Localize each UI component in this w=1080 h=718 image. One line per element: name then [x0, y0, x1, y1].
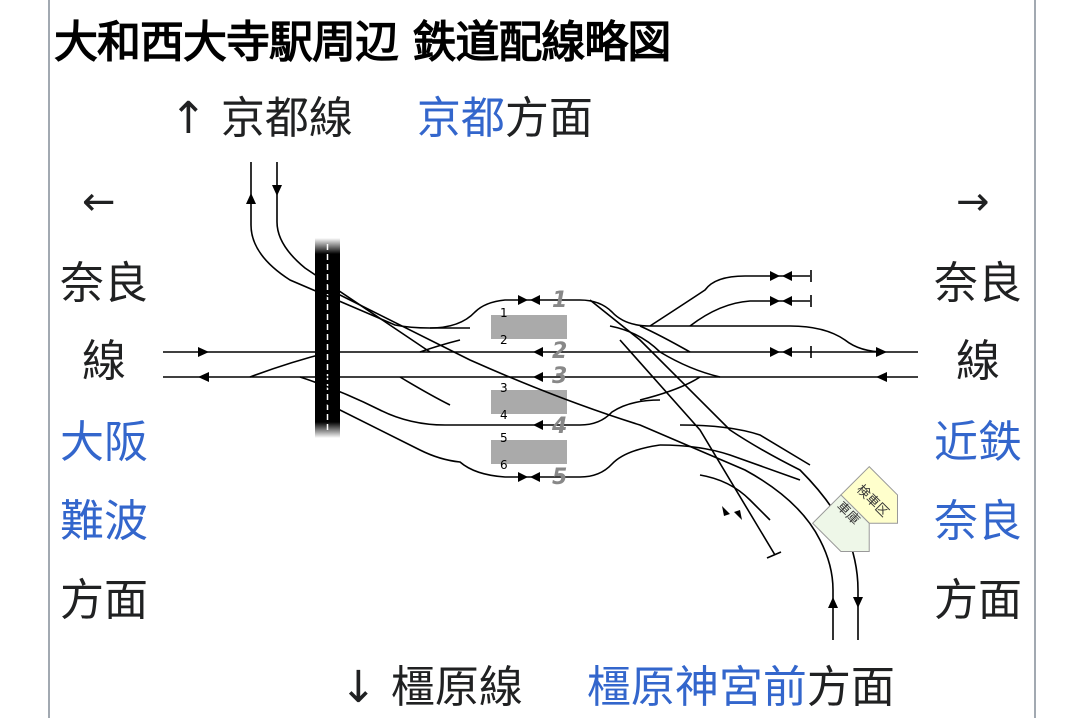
car-shed-shape: [811, 494, 870, 552]
content-border-left: [48, 0, 50, 718]
content-border-right: [1034, 0, 1036, 718]
track-1: [429, 299, 651, 329]
platform-number-1: 1: [500, 306, 508, 320]
kyoto-down-arrow-icon: [272, 185, 282, 196]
depot-building: [811, 465, 898, 552]
platform-3-4: [491, 390, 567, 414]
platform-number-3: 3: [500, 381, 508, 395]
track-4-direction-icon: [533, 420, 543, 430]
siding-lower-bidir-icon: [770, 296, 792, 306]
westbound-arrow-left-icon: [198, 372, 209, 382]
platform-1-2: [491, 315, 567, 339]
track-number-3: 3: [552, 364, 567, 389]
platform-5-6: [491, 440, 567, 464]
top-line-name: 京都線: [220, 93, 353, 144]
track-5-bidir-icon: [518, 472, 540, 482]
depot-lead-3: [699, 474, 771, 521]
crossover-right-2: [659, 351, 721, 378]
siding-upper: [649, 275, 810, 327]
platform-number-6: 6: [500, 458, 508, 472]
kashihara-line-track-east: [589, 299, 859, 640]
siding-bidir-icon: [722, 506, 742, 520]
right-line-name-1: 奈良: [934, 258, 1022, 309]
track-2-direction-icon: [533, 347, 543, 357]
top-direction-label: ↑ 京都線 京都方面: [170, 97, 593, 141]
kyoto-line-track-east: [276, 162, 431, 353]
crossover-right-1: [609, 325, 661, 353]
depot-lead-2: [679, 424, 811, 466]
siding-lower: [689, 300, 810, 327]
crossover-far-left: [249, 351, 331, 378]
kashihara-up-arrow-icon: [828, 597, 838, 608]
up-arrow-icon: ↑: [170, 93, 207, 144]
kyoto-line-track-west: [250, 162, 470, 329]
left-line-name-2: 線: [82, 336, 126, 387]
bottom-destination-link[interactable]: 橿原神宮前: [586, 662, 807, 713]
down-arrow-icon: ↓: [340, 662, 377, 713]
track-5: [319, 399, 661, 478]
crossover-left-upper: [419, 339, 461, 353]
eastbound-arrow-left-icon: [198, 347, 209, 357]
crossover-right-3: [639, 325, 691, 353]
crossover-left-lower: [399, 376, 451, 406]
left-arrow-icon: ←: [82, 179, 116, 225]
bottom-direction-label: ↓ 橿原線 橿原神宮前方面: [340, 666, 895, 710]
westbound-arrow-right-icon: [876, 372, 887, 382]
right-destination-link-2[interactable]: 奈良: [934, 496, 1022, 547]
kashihara-down-arrow-icon: [853, 597, 863, 608]
kyoto-up-arrow-icon: [246, 193, 256, 204]
track-4: [299, 376, 661, 426]
bottom-line-name: 橿原線: [390, 662, 523, 713]
diagram-title: 大和西大寺駅周辺 鉄道配線略図: [54, 17, 671, 68]
left-destination-link-1[interactable]: 大阪: [60, 417, 148, 468]
top-destination-link[interactable]: 京都: [416, 93, 505, 144]
top-destination-suffix: 方面: [504, 93, 593, 144]
depot-lead-1: [659, 444, 801, 481]
siding-upper-bidir-icon: [770, 271, 792, 281]
left-destination-suffix: 方面: [60, 575, 148, 626]
crossover-right-4: [639, 376, 701, 401]
right-line-name-2: 線: [956, 336, 1000, 387]
kashihara-siding: [619, 339, 776, 556]
track-1-east: [650, 325, 886, 353]
left-destination-link-2[interactable]: 難波: [60, 496, 148, 547]
kashihara-siding-buffer: [766, 551, 782, 559]
platform-number-4: 4: [500, 408, 508, 422]
track-number-2: 2: [552, 339, 567, 364]
kashihara-line-track-west: [329, 289, 834, 640]
left-line-name-1: 奈良: [60, 258, 148, 309]
right-destination-suffix: 方面: [934, 575, 1022, 626]
track-number-5: 5: [552, 465, 567, 490]
platform-number-2: 2: [500, 333, 508, 347]
track-3-direction-icon: [533, 372, 543, 382]
track-2-bidir-icon: [770, 347, 792, 357]
right-arrow-icon: →: [956, 179, 990, 225]
bottom-destination-suffix: 方面: [806, 662, 895, 713]
track-number-1: 1: [552, 288, 567, 313]
track-1-bidir-icon: [518, 295, 540, 305]
right-destination-link-1[interactable]: 近鉄: [934, 417, 1022, 468]
track-number-4: 4: [551, 414, 567, 439]
platform-number-5: 5: [500, 431, 508, 445]
